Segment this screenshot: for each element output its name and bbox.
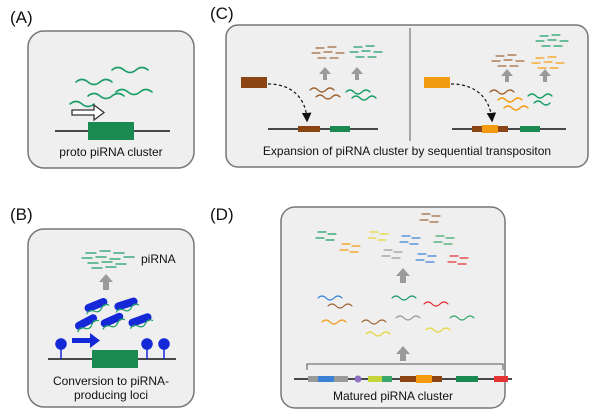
pirna-strands [309, 87, 377, 101]
panel-a [27, 30, 195, 169]
up-arrow-icon [396, 346, 410, 361]
panel-a-caption: proto piRNA cluster [59, 145, 163, 159]
panel-b-caption-line1: Conversion to piRNA- [52, 374, 170, 388]
te-insertion [482, 125, 498, 133]
transposon-icon [241, 77, 267, 88]
chromatin-marks [55, 338, 170, 359]
cluster-bracket [306, 363, 504, 370]
up-arrow-icon [319, 67, 331, 80]
panel-b-pirna-pool [81, 250, 135, 269]
up-arrow-icon [99, 274, 113, 290]
panel-d-caption: Matured piRNA cluster [332, 389, 454, 403]
panel-d-frame [280, 206, 506, 409]
te-insertion [498, 126, 508, 132]
transposition-arrow [267, 83, 312, 123]
pirna-label: piRNA [141, 252, 176, 266]
pirna-strands [317, 295, 475, 337]
up-arrow-icon [501, 69, 513, 82]
cluster-block [520, 126, 540, 132]
up-arrow-icon [351, 67, 363, 80]
pirna-strands [489, 89, 553, 111]
transposon-icon [424, 77, 450, 88]
te-insertion [472, 126, 482, 132]
panel-b-caption-line2: producing loci [73, 388, 149, 402]
pirna-strand [75, 78, 113, 86]
te-segments [308, 375, 508, 383]
pirna-pool-orange [531, 56, 565, 69]
panel-a-pirna-strands [69, 66, 153, 108]
piwi-protein-complexes [74, 297, 154, 333]
panel-b-label: (B) [10, 205, 33, 224]
pirna-pool-green [535, 34, 569, 47]
pirna-strand [87, 92, 125, 100]
te-insertion [298, 126, 320, 132]
panel-a-label: (A) [10, 8, 33, 27]
pirna-strand [111, 66, 149, 74]
cluster-block [92, 350, 138, 368]
pirna-pools [315, 213, 469, 265]
panel-a-frame [27, 30, 195, 169]
panel-d-label: (D) [210, 205, 234, 224]
transposition-arrow [450, 83, 497, 123]
pirna-pool-brown [491, 54, 525, 67]
panel-d [280, 206, 512, 409]
pirna-strand [69, 100, 95, 108]
pirna-strand [115, 88, 153, 96]
pirna-pool-green [349, 45, 383, 58]
up-arrow-icon [539, 69, 551, 82]
up-arrow-icon [396, 268, 410, 283]
panel-c [225, 24, 589, 168]
panel-c-label: (C) [210, 4, 234, 23]
transcription-arrow-icon [71, 103, 106, 122]
panel-b [27, 228, 195, 408]
panel-c-caption: Expansion of piRNA cluster by sequential… [262, 144, 552, 158]
pirna-pool-brown [311, 46, 345, 59]
transcription-arrow-icon [72, 333, 100, 348]
cluster-block [330, 126, 350, 132]
cluster-block [88, 122, 134, 140]
